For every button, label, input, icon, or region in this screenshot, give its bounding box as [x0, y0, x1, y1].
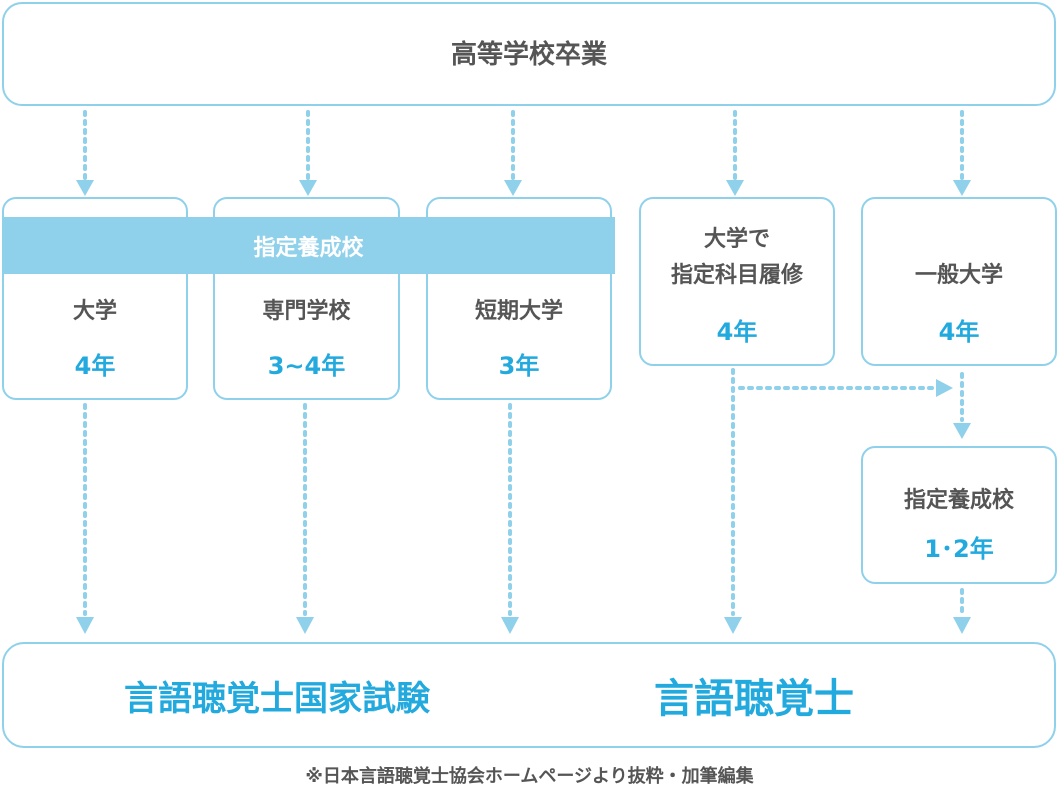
path-box-university-designated-courses: 大学で 指定科目履修 4年 [639, 197, 835, 366]
path-label: 一般大学 [914, 263, 1003, 288]
arrow-head [936, 379, 953, 397]
path-label: 短期大学 [474, 299, 563, 324]
arrow-head [299, 180, 317, 196]
designated-school-band: 指定養成校 [2, 217, 615, 274]
path-label-line2: 指定科目履修 [670, 263, 803, 288]
source-note: ※日本言語聴覚士協会ホームページより抜粋・加筆編集 [305, 766, 754, 787]
arrow-head [504, 180, 522, 196]
high-school-graduation-label: 高等学校卒業 [450, 40, 607, 70]
path-years: 3~4年 [267, 352, 346, 380]
arrow-head [296, 617, 314, 634]
path-label: 専門学校 [262, 299, 351, 324]
arrow-head [76, 617, 94, 634]
high-school-graduation-box: 高等学校卒業 [2, 2, 1056, 106]
path-years: 4年 [716, 318, 758, 346]
speech-therapist-label: 言語聴覚士 [654, 676, 854, 722]
arrow-head [76, 180, 94, 196]
path-years: 3年 [498, 352, 540, 380]
arrow-head [724, 617, 742, 634]
path-box-general-university: 一般大学 4年 [861, 197, 1057, 366]
path-label-line1: 大学で [703, 227, 770, 252]
exam-box [2, 642, 1056, 748]
extra-label: 指定養成校 [903, 488, 1014, 513]
arrow-head [726, 180, 744, 196]
extra-years: 1･2年 [924, 535, 994, 563]
arrow-head [953, 617, 971, 634]
arrow-head [953, 423, 971, 439]
path-years: 4年 [74, 352, 116, 380]
extra-designated-school-box: 指定養成校 1･2年 [861, 446, 1057, 584]
arrow-head [501, 617, 519, 634]
national-exam-label: 言語聴覚士国家試験 [124, 679, 430, 719]
path-label: 大学 [72, 299, 117, 324]
arrow-head [953, 180, 971, 196]
path-years: 4年 [938, 318, 980, 346]
